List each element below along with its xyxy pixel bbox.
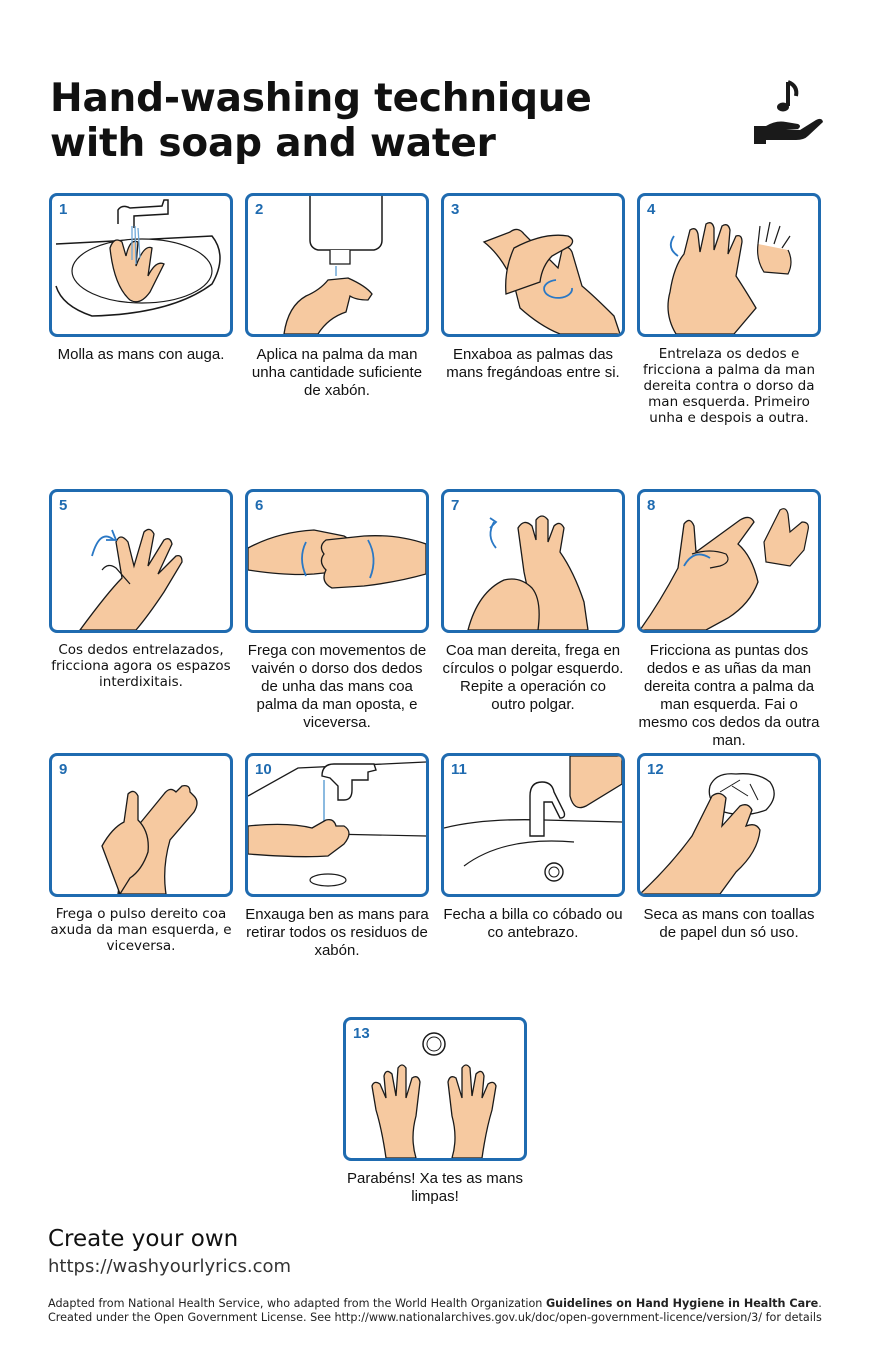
step-caption: Entrelaza os dedos e fricciona a palma d… (642, 346, 815, 426)
step-number: 2 (255, 201, 264, 218)
interlocked-fingers-icon (248, 529, 426, 589)
step-number: 1 (59, 201, 68, 218)
interlaced-fingers-icon (79, 528, 183, 630)
clean-hands-icon (371, 1032, 497, 1158)
step-caption: Enxaboa as palmas das mans fregándoas en… (446, 346, 620, 381)
rub-palms-icon (482, 228, 621, 334)
step-caption: Parabéns! Xa tes as mans limpas! (347, 1170, 523, 1205)
step-number: 13 (353, 1025, 370, 1042)
attribution-footer: Adapted from National Health Service, wh… (48, 1297, 838, 1324)
step-number: 8 (647, 497, 656, 514)
guidelines-title: Guidelines on Hand Hygiene in Health Car… (545, 1297, 819, 1310)
step-6: 6 Frega con movementos de vaivén o dorso… (245, 489, 429, 732)
step-9: 9 Frega o pulso dereito coa axuda da man… (49, 753, 233, 954)
step-4-panel: 4 (637, 193, 821, 337)
step-6-panel: 6 (245, 489, 429, 633)
step-number: 7 (451, 497, 460, 514)
step-13-panel: 13 (343, 1017, 527, 1161)
step-11-panel: 11 (441, 753, 625, 897)
thumb-rub-icon (467, 515, 589, 630)
step-number: 6 (255, 497, 264, 514)
paper-towel-icon (640, 773, 775, 894)
step-caption: Molla as mans con auga. (57, 346, 225, 363)
step-number: 11 (451, 761, 467, 778)
step-12: 12 Seca as mans con toallas de papel dun… (637, 753, 821, 942)
step-9-panel: 9 (49, 753, 233, 897)
step-3: 3 Enxaboa as palmas das mans fregándoas … (441, 193, 625, 382)
step-5-panel: 5 (49, 489, 233, 633)
step-11: 11 Fecha a billa co cóbado ou co antebra… (441, 753, 625, 942)
step-caption: Frega o pulso dereito coa axuda da man e… (50, 906, 232, 954)
step-1: 1 Molla as mans con auga. (49, 193, 233, 364)
step-2-panel: 2 (245, 193, 429, 337)
create-your-own-heading: Create your own (48, 1226, 239, 1252)
step-8: 8 Fricciona as puntas dos dedos e as uña… (637, 489, 821, 750)
title-line-2: with soap and water (50, 121, 496, 166)
step-caption: Coa man dereita, frega en círculos o pol… (442, 642, 624, 713)
step-caption: Aplica na palma da man unha cantidade su… (251, 346, 423, 399)
step-13: 13 Parabéns! Xa tes as mans limpas! (343, 1017, 527, 1206)
page-title: Hand-washing technique with soap and wat… (50, 76, 592, 166)
step-number: 4 (647, 201, 656, 218)
attribution-text: Adapted from National Health Service, wh… (48, 1297, 546, 1310)
website-link[interactable]: https://washyourlyrics.com (48, 1256, 292, 1277)
step-caption: Seca as mans con toallas de papel dun só… (643, 906, 815, 941)
attribution-end: . (818, 1297, 822, 1310)
wrist-rub-icon (101, 784, 198, 894)
step-5: 5 Cos dedos entrelazados, fricciona agor… (49, 489, 233, 690)
step-12-panel: 12 (637, 753, 821, 897)
step-number: 9 (59, 761, 68, 778)
step-caption: Enxauga ben as mans para retirar todos o… (245, 906, 429, 959)
soap-dispenser-icon (283, 196, 383, 334)
step-caption: Fecha a billa co cóbado ou co antebrazo. (443, 906, 623, 941)
step-7: 7 Coa man dereita, frega en círculos o p… (441, 489, 625, 714)
step-10-panel: 10 (245, 753, 429, 897)
license-text: Created under the Open Government Licens… (48, 1310, 822, 1324)
step-number: 12 (647, 761, 664, 778)
step-caption: Fricciona as puntas dos dedos e as uñas … (638, 642, 820, 749)
rinse-hands-icon (248, 761, 426, 887)
elbow-tap-icon (444, 756, 622, 882)
step-number: 5 (59, 497, 68, 514)
step-1-panel: 1 (49, 193, 233, 337)
step-number: 10 (255, 761, 272, 778)
hand-with-music-note-icon (754, 80, 823, 144)
fingertips-rub-icon (640, 508, 809, 630)
step-7-panel: 7 (441, 489, 625, 633)
step-number: 3 (451, 201, 460, 218)
title-line-1: Hand-washing technique (50, 76, 592, 121)
step-caption: Frega con movementos de vaivén o dorso d… (247, 642, 427, 731)
step-8-panel: 8 (637, 489, 821, 633)
wet-hands-icon (55, 199, 221, 317)
step-caption: Cos dedos entrelazados, fricciona agora … (51, 642, 231, 690)
step-4: 4 Entrelaza os dedos e fricciona a palma… (637, 193, 821, 426)
step-3-panel: 3 (441, 193, 625, 337)
back-of-hand-icon (667, 221, 792, 334)
step-10: 10 Enxauga ben as mans para retirar todo… (245, 753, 429, 960)
step-2: 2 Aplica na palma da man unha cantidade … (245, 193, 429, 400)
